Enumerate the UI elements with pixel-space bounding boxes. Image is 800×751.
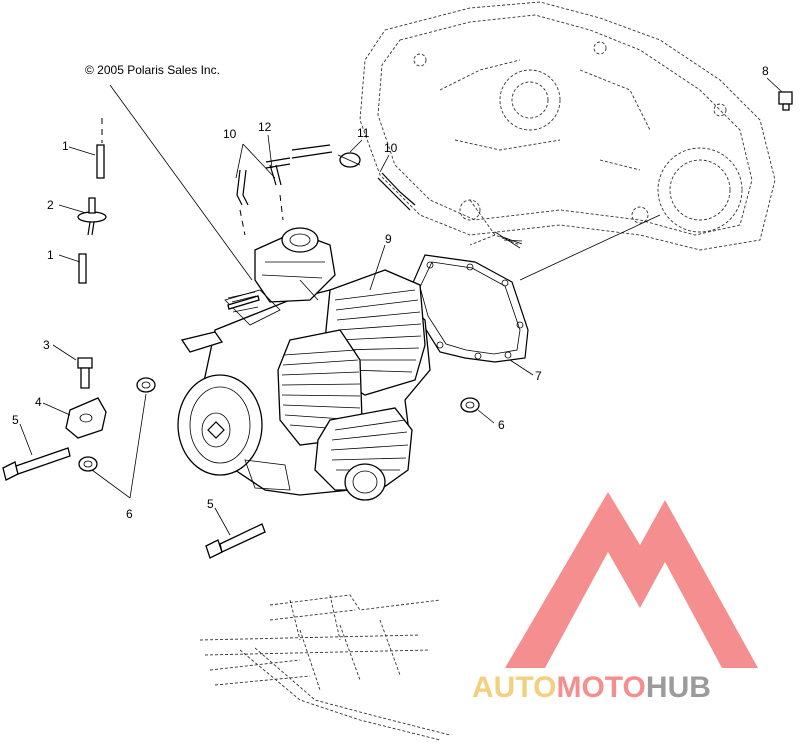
callout-6b: 6: [498, 418, 505, 432]
callout-10b: 10: [384, 141, 398, 155]
watermark-text-hub: HUB: [646, 671, 711, 704]
copyright-text: © 2005 Polaris Sales Inc.: [85, 63, 220, 77]
callout-12: 12: [258, 120, 272, 134]
stator-cover: [177, 374, 263, 476]
engine-assembly: [177, 227, 431, 501]
oil-filter: [344, 463, 386, 501]
dowel-pin-1a: [96, 118, 105, 179]
engine-pin: [227, 295, 260, 310]
callout-1b: 1: [47, 248, 54, 262]
callout-6a: 6: [126, 507, 133, 521]
callout-5a: 5: [12, 413, 19, 427]
breather-fitting-2: [77, 197, 107, 236]
frame-section: [199, 594, 451, 741]
nut-6-left-bottom: [78, 456, 98, 472]
watermark-logo-inner: [582, 582, 694, 660]
watermark-text-auto: AUTO: [472, 671, 556, 704]
callout-labels: 1 2 1 3 4 5 6 5 6 7 8 9 10 12 11 10: [12, 64, 769, 521]
callout-4: 4: [35, 395, 42, 409]
callout-3: 3: [43, 338, 50, 352]
vent-hoses: [236, 144, 416, 236]
bolt-3: [77, 357, 93, 389]
bolt-5a: [2, 447, 71, 481]
callout-2: 2: [47, 198, 54, 212]
callout-10a: 10: [223, 127, 237, 141]
callout-1a: 1: [62, 139, 69, 153]
dowel-pin-1b: [78, 253, 87, 284]
bolt-8: [778, 91, 793, 111]
watermark-logo: AUTOMOTOHUB: [472, 492, 758, 704]
recoil-handle: [180, 331, 224, 353]
callout-5b: 5: [207, 497, 214, 511]
fitting-part-11: [337, 152, 361, 168]
carburetor: [254, 227, 336, 303]
bracket-4: [65, 397, 107, 439]
callout-11: 11: [357, 126, 370, 140]
bolt-5b: [205, 523, 266, 559]
callout-9: 9: [385, 232, 392, 246]
watermark-logo-mark: [505, 492, 758, 668]
watermark-text: AUTOMOTOHUB: [472, 671, 711, 704]
nut-6-left-top: [136, 377, 156, 393]
gasket-part: [411, 254, 529, 363]
leader-lines: [19, 77, 783, 536]
callout-7: 7: [535, 369, 542, 383]
watermark-text-moto: MOTO: [556, 671, 645, 704]
callout-8: 8: [762, 64, 769, 78]
transmission-housing: [359, 1, 776, 251]
nut-6-right: [460, 397, 480, 413]
